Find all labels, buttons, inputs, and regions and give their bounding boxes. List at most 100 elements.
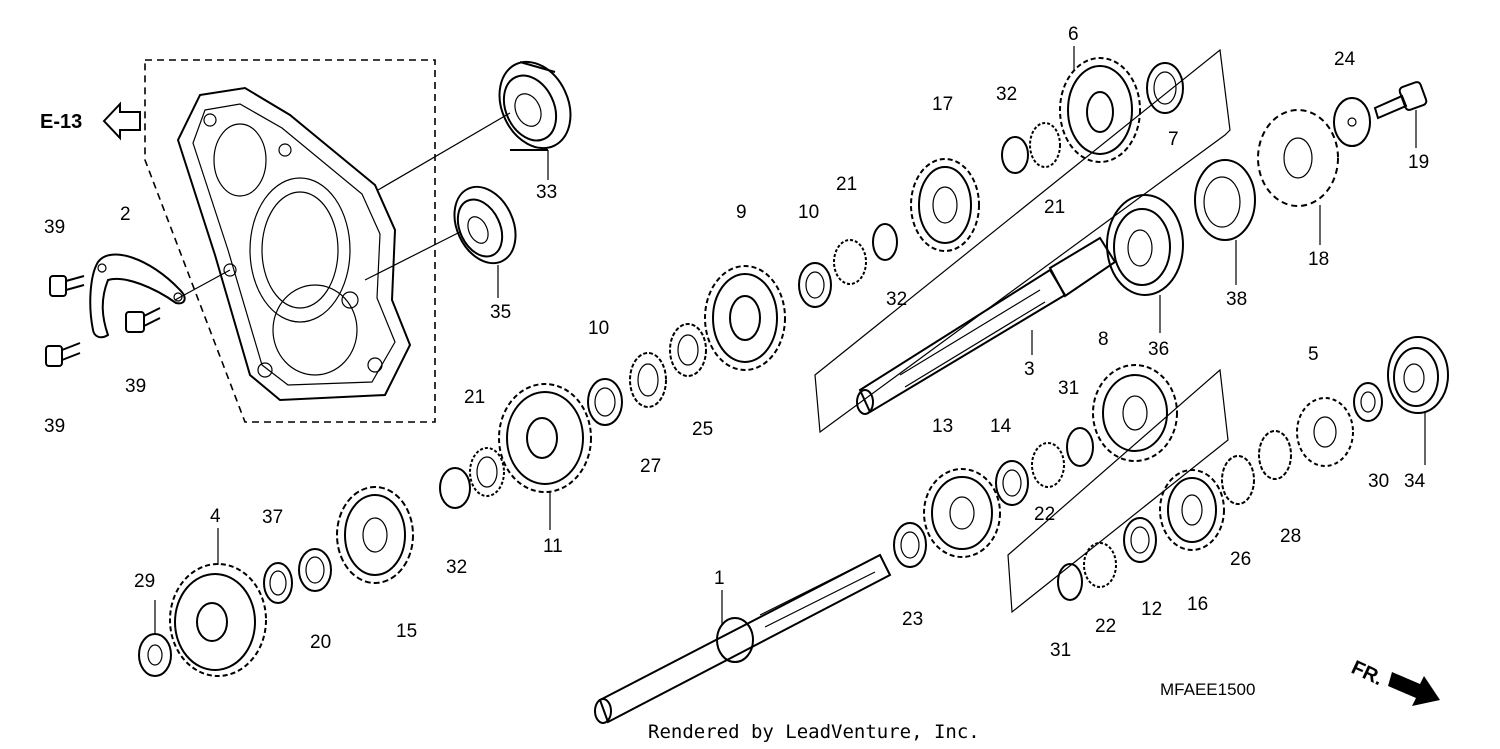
washer-20[interactable] [298,548,332,592]
callout[interactable]: 2 [120,204,131,225]
splined-washer-21-b[interactable] [833,239,867,285]
gear-4[interactable] [169,563,267,677]
callout[interactable]: 16 [1187,594,1208,615]
bushing-14[interactable] [995,460,1029,506]
callout[interactable]: 27 [640,456,661,477]
callout[interactable]: 10 [588,318,609,339]
gear-6[interactable] [1059,57,1141,163]
mainshaft-1[interactable] [594,553,892,724]
callout[interactable]: 26 [1230,549,1251,570]
callout[interactable]: 8 [1098,329,1109,350]
countershaft-3[interactable] [856,236,1117,415]
needle-bearing-10-b[interactable] [798,262,832,308]
circlip-31-b[interactable] [1057,563,1083,601]
bolt-39-b[interactable] [125,307,161,333]
lock-washer-28[interactable] [1258,430,1292,480]
washer-29[interactable] [138,633,172,677]
circlip-31-a[interactable] [1066,427,1094,467]
callout[interactable]: 5 [1308,344,1319,365]
callout[interactable]: 33 [536,182,557,203]
callout[interactable]: 6 [1068,24,1079,45]
washer-30[interactable] [1353,382,1383,422]
part-code: MFAEE1500 [1160,680,1255,699]
callout[interactable]: 18 [1308,249,1329,270]
bearing-34[interactable] [1387,336,1449,414]
splined-washer-22-b[interactable] [1083,542,1117,588]
circlip-32-a[interactable] [439,467,471,509]
callout[interactable]: 14 [990,416,1012,437]
callout[interactable]: 17 [932,94,953,115]
gear-15[interactable] [336,486,414,584]
stopper-plate-2[interactable] [89,253,186,339]
callout[interactable]: 38 [1226,289,1247,310]
callout[interactable]: 32 [996,84,1017,105]
case-cover-dashed-box [144,59,436,423]
callout[interactable]: 35 [490,302,511,323]
callout[interactable]: 9 [736,202,747,223]
callout[interactable]: 21 [1044,197,1065,218]
callout[interactable]: 32 [446,557,467,578]
callout[interactable]: 4 [210,506,221,527]
callout[interactable]: 1 [714,568,725,589]
circlip-32-b[interactable] [872,223,898,261]
callout[interactable]: 39 [125,376,146,397]
callout[interactable]: 31 [1058,378,1079,399]
callout[interactable]: 37 [262,507,283,528]
callout[interactable]: 19 [1408,152,1429,173]
splined-washer-21-c[interactable] [1029,122,1061,168]
lock-washer-25[interactable] [669,323,707,377]
splined-washer-22-a[interactable] [1031,442,1065,488]
callout[interactable]: 20 [310,632,331,653]
callout[interactable]: 39 [44,416,65,437]
bolt-39-a[interactable] [49,275,85,297]
needle-bearing-37[interactable] [263,562,293,604]
bearing-33[interactable] [486,50,584,159]
callout[interactable]: 30 [1368,471,1389,492]
callout[interactable]: 25 [692,419,713,440]
callout[interactable]: 28 [1280,526,1301,547]
bolt-39-c[interactable] [45,342,81,367]
needle-bearing-10-a[interactable] [587,378,623,426]
reference-e13[interactable]: E-13 [40,101,141,141]
bearing-36[interactable] [1106,194,1184,296]
lock-washer-26[interactable] [1221,455,1255,505]
lock-washer-27[interactable] [629,352,667,408]
callout[interactable]: 39 [44,217,65,238]
gear-5[interactable] [1296,397,1354,467]
callout[interactable]: 29 [134,571,155,592]
bearing-35[interactable] [443,177,528,273]
bolt-19[interactable] [1373,81,1428,120]
callout[interactable]: 24 [1334,49,1356,70]
callout[interactable]: 22 [1034,504,1055,525]
callout[interactable]: 10 [798,202,819,223]
gear-17[interactable] [910,158,980,252]
gear-11[interactable] [498,383,592,493]
callout[interactable]: 22 [1095,616,1116,637]
bushing-7[interactable] [1146,62,1184,114]
drive-sprocket-18[interactable] [1257,109,1339,207]
callout[interactable]: 7 [1168,129,1179,150]
washer-23[interactable] [893,522,927,568]
callout[interactable]: 11 [543,536,563,557]
washer-24[interactable] [1333,97,1371,147]
render-credit: Rendered by LeadVenture, Inc. [648,721,980,743]
gear-13[interactable] [923,468,1001,558]
gear-16[interactable] [1159,469,1225,551]
callout[interactable]: 21 [464,387,485,408]
splined-washer-21-a[interactable] [469,447,505,497]
callout[interactable]: 23 [902,609,923,630]
callout[interactable]: 15 [396,621,417,642]
callout[interactable]: 31 [1050,640,1071,661]
needle-bearing-12[interactable] [1123,517,1157,563]
callout[interactable]: 21 [836,174,857,195]
gear-9[interactable] [704,265,786,371]
circlip-32-c[interactable] [1001,136,1029,174]
oil-seal-38[interactable] [1194,159,1256,241]
callout[interactable]: 3 [1024,359,1035,380]
callout[interactable]: 34 [1404,471,1426,492]
callout[interactable]: 13 [932,416,953,437]
callout[interactable]: 36 [1148,339,1169,360]
callout[interactable]: 32 [886,289,907,310]
callout[interactable]: 12 [1141,599,1162,620]
gear-8[interactable] [1092,364,1178,462]
